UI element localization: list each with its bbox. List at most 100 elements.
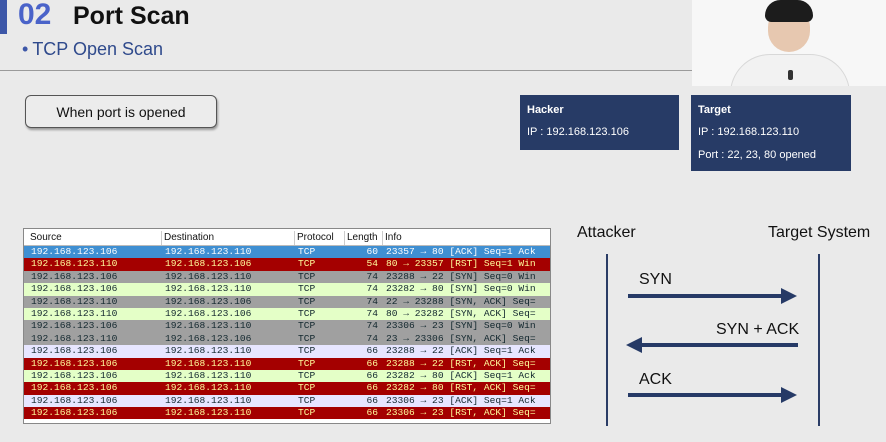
- presenter-hair: [765, 0, 813, 22]
- packet-destination: 192.168.123.106: [165, 295, 252, 307]
- bullet-icon: •: [22, 39, 29, 59]
- packet-info: 80 → 23282 [SYN, ACK] Seq=: [386, 307, 536, 319]
- packet-info: 23357 → 80 [ACK] Seq=1 Ack: [386, 246, 536, 257]
- column-protocol[interactable]: Protocol: [297, 232, 334, 243]
- packet-info: 23306 → 23 [SYN] Seq=0 Win: [386, 320, 536, 332]
- packet-length: 74: [366, 295, 378, 307]
- packet-protocol: TCP: [298, 307, 316, 319]
- packet-length: 60: [366, 246, 378, 257]
- packet-row[interactable]: 192.168.123.110 192.168.123.106 TCP 74 22 → …: [24, 295, 550, 308]
- packet-source: 192.168.123.106: [31, 283, 118, 295]
- attacker-lifeline: [606, 254, 608, 426]
- packet-protocol: TCP: [298, 295, 316, 307]
- packet-source: 192.168.123.110: [31, 295, 118, 307]
- packet-protocol: TCP: [298, 246, 316, 257]
- packet-destination: 192.168.123.110: [165, 270, 252, 282]
- packet-destination: 192.168.123.110: [165, 369, 252, 381]
- ack-arrow: [628, 393, 782, 397]
- packet-row[interactable]: 192.168.123.110 192.168.123.106 TCP 54 80 → …: [24, 258, 550, 271]
- syn-ack-label: SYN + ACK: [716, 321, 800, 338]
- packet-protocol: TCP: [298, 382, 316, 394]
- packet-info: 22 → 23288 [SYN, ACK] Seq=: [386, 295, 536, 307]
- packet-destination: 192.168.123.110: [165, 246, 252, 257]
- packet-source: 192.168.123.110: [31, 332, 118, 344]
- packet-source: 192.168.123.106: [31, 270, 118, 282]
- packet-protocol: TCP: [298, 345, 316, 357]
- packet-length: 66: [366, 394, 378, 406]
- syn-label: SYN: [639, 271, 672, 288]
- column-source[interactable]: Source: [30, 232, 62, 243]
- packet-destination: 192.168.123.106: [165, 258, 252, 270]
- packet-length: 74: [366, 332, 378, 344]
- slide-title: Port Scan: [73, 2, 190, 30]
- packet-source: 192.168.123.106: [31, 320, 118, 332]
- syn-ack-arrowhead-icon: [626, 337, 642, 353]
- slide-number: 02: [18, 0, 52, 31]
- packet-protocol: TCP: [298, 407, 316, 419]
- packet-source: 192.168.123.106: [31, 407, 118, 419]
- packet-length: 66: [366, 369, 378, 381]
- column-divider: [294, 231, 295, 245]
- syn-arrowhead-icon: [781, 288, 797, 304]
- packet-row[interactable]: 192.168.123.106 192.168.123.110 TCP 60 23357…: [24, 246, 550, 259]
- target-system-label: Target System: [768, 224, 871, 241]
- packet-source: 192.168.123.110: [31, 307, 118, 319]
- packet-info: 80 → 23357 [RST] Seq=1 Win: [386, 258, 536, 270]
- hacker-ip: IP : 192.168.123.106: [527, 126, 629, 138]
- hacker-header: Hacker: [527, 104, 564, 116]
- packet-source: 192.168.123.106: [31, 382, 118, 394]
- packet-destination: 192.168.123.110: [165, 357, 252, 369]
- column-divider: [344, 231, 345, 245]
- packet-info: 23288 → 22 [SYN] Seq=0 Win: [386, 270, 536, 282]
- packet-row[interactable]: 192.168.123.106 192.168.123.110 TCP 66 23306…: [24, 407, 550, 420]
- packet-source: 192.168.123.110: [31, 258, 118, 270]
- packet-length: 66: [366, 357, 378, 369]
- subtitle-text: TCP Open Scan: [32, 39, 164, 59]
- slide-subtitle: •TCP Open Scan: [22, 39, 163, 60]
- packet-protocol: TCP: [298, 283, 316, 295]
- presenter-webcam: [692, 0, 886, 86]
- packet-info: 23306 → 23 [RST, ACK] Seq=: [386, 407, 536, 419]
- packet-source: 192.168.123.106: [31, 345, 118, 357]
- packet-length: 74: [366, 270, 378, 282]
- syn-ack-arrow: [642, 343, 798, 347]
- packet-length: 66: [366, 407, 378, 419]
- packet-info: 23288 → 22 [ACK] Seq=1 Ack: [386, 345, 536, 357]
- column-divider: [382, 231, 383, 245]
- packet-protocol: TCP: [298, 320, 316, 332]
- target-ports: Port : 22, 23, 80 opened: [698, 149, 817, 161]
- packet-length: 74: [366, 320, 378, 332]
- packet-source: 192.168.123.106: [31, 369, 118, 381]
- title-accent-bar: [0, 0, 7, 34]
- packet-protocol: TCP: [298, 258, 316, 270]
- packet-info: 23282 → 80 [RST, ACK] Seq=: [386, 382, 536, 394]
- packet-source: 192.168.123.106: [31, 246, 118, 257]
- target-ip: IP : 192.168.123.110: [698, 126, 800, 138]
- packet-info: 23288 → 22 [RST, ACK] Seq=: [386, 357, 536, 369]
- packet-length: 54: [366, 258, 378, 270]
- packet-destination: 192.168.123.110: [165, 394, 252, 406]
- column-destination[interactable]: Destination: [164, 232, 215, 243]
- packet-length: 66: [366, 382, 378, 394]
- column-info[interactable]: Info: [385, 232, 402, 243]
- capture-header-row: Source Destination Protocol Length Info: [24, 231, 550, 246]
- hacker-info-box: Hacker IP : 192.168.123.106: [520, 95, 679, 150]
- packet-length: 66: [366, 345, 378, 357]
- packet-destination: 192.168.123.110: [165, 407, 252, 419]
- packet-length: 74: [366, 283, 378, 295]
- packet-info: 23306 → 23 [ACK] Seq=1 Ack: [386, 394, 536, 406]
- column-length[interactable]: Length: [347, 232, 378, 243]
- lapel-mic-icon: [788, 70, 793, 80]
- packet-info: 23282 → 80 [SYN] Seq=0 Win: [386, 283, 536, 295]
